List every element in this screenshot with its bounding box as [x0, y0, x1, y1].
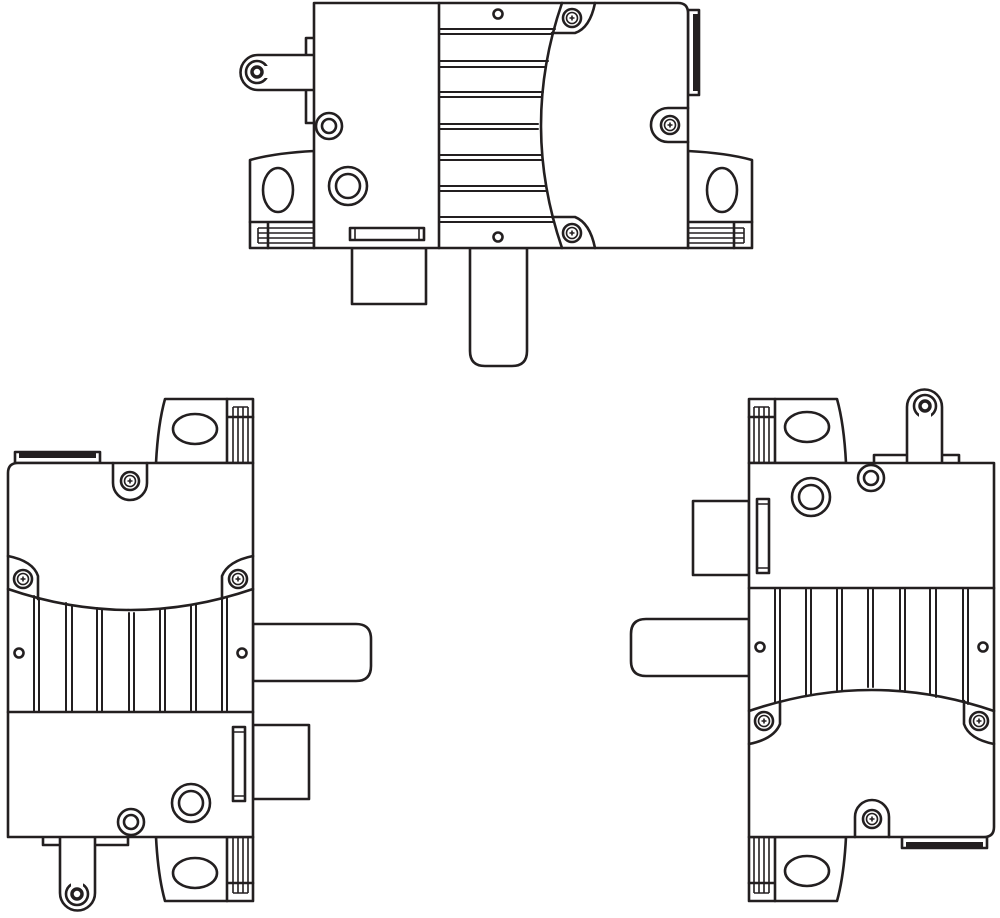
right-view	[631, 390, 994, 902]
top-view	[241, 3, 753, 366]
left-view	[8, 399, 371, 911]
